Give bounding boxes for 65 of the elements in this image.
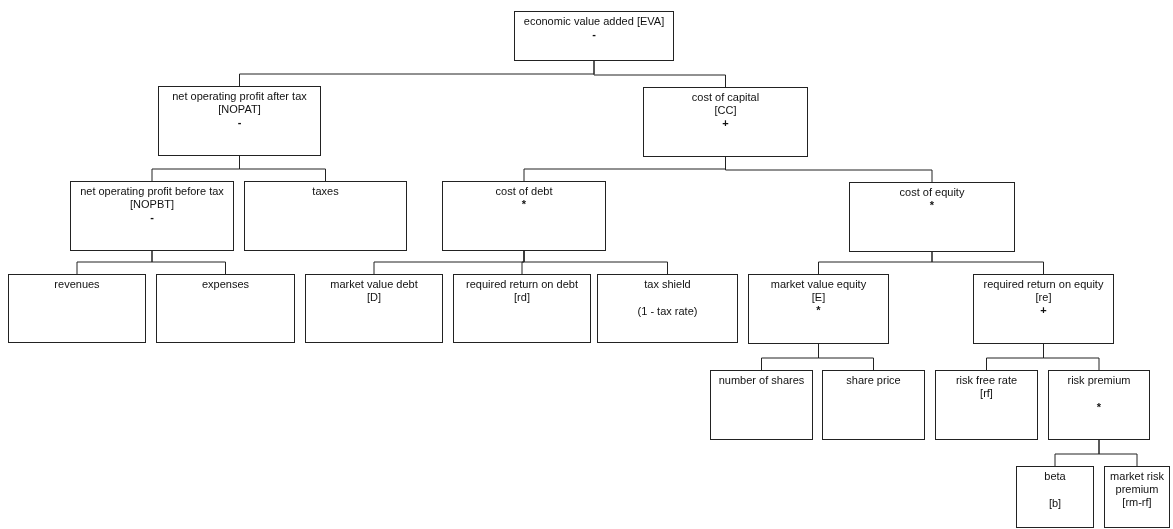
node-label: [E]: [811, 291, 826, 304]
node-label: [re]: [1035, 291, 1052, 304]
node-label: market value equity: [770, 278, 867, 291]
connector-line: [593, 60, 726, 88]
node-label: beta: [1044, 470, 1066, 483]
box: [244, 181, 407, 251]
box: [748, 274, 889, 344]
box: [8, 274, 146, 343]
box: [1104, 466, 1170, 528]
box: [442, 181, 606, 251]
node-label: [NOPBT]: [130, 198, 174, 211]
node-label: risk premium: [1067, 374, 1131, 387]
operator-sign: -: [237, 116, 242, 129]
box: [158, 86, 321, 156]
connector-line: [1098, 439, 1138, 467]
node-label: [D]: [366, 291, 382, 304]
box: [70, 181, 234, 251]
node-label: cost of debt: [495, 185, 553, 198]
node-label: market risk premium: [1109, 470, 1165, 496]
box: [973, 274, 1114, 344]
node-label: number of shares: [718, 374, 805, 387]
box: [156, 274, 295, 343]
connector-line: [931, 251, 1044, 275]
node-label: net operating profit after tax: [172, 90, 307, 103]
node-label: net operating profit before tax: [80, 185, 224, 198]
connector-line: [523, 250, 668, 275]
box: [514, 11, 674, 61]
operator-sign: +: [1040, 304, 1047, 317]
node-label: tax shield: [644, 278, 691, 291]
node-label: required return on equity: [983, 278, 1104, 291]
node-label: (1 - tax rate): [637, 305, 698, 318]
box: [710, 370, 813, 440]
box: [597, 274, 738, 343]
box: [849, 182, 1015, 252]
operator-sign: +: [722, 117, 729, 130]
operator-sign: *: [521, 198, 527, 211]
box: [1016, 466, 1094, 528]
operator-sign: *: [929, 199, 935, 212]
connector-line: [151, 250, 226, 275]
node-label: taxes: [312, 185, 339, 198]
node-label: [CC]: [714, 104, 737, 117]
node-label: [rm-rf]: [1122, 496, 1152, 509]
node-label: cost of capital: [691, 91, 760, 104]
node-label: [b]: [1048, 497, 1062, 510]
operator-sign: -: [150, 211, 154, 224]
box: [935, 370, 1038, 440]
operator-sign: *: [1096, 401, 1102, 414]
box: [643, 87, 808, 157]
box: [822, 370, 925, 440]
box: [1048, 370, 1150, 440]
node-label: [rf]: [980, 387, 993, 400]
node-label: risk free rate: [955, 374, 1018, 387]
box: [305, 274, 443, 343]
operator-sign: -: [592, 28, 596, 41]
node-label: required return on debt: [466, 278, 578, 291]
operator-sign: *: [816, 304, 821, 317]
node-label: share price: [846, 374, 901, 387]
node-label: cost of equity: [899, 186, 965, 199]
node-label: expenses: [201, 278, 250, 291]
node-label: market value debt: [330, 278, 418, 291]
node-label: [rd]: [514, 291, 530, 304]
node-label: [NOPAT]: [218, 103, 261, 116]
node-label: economic value added [EVA]: [523, 15, 665, 28]
box: [453, 274, 591, 343]
node-label: revenues: [54, 278, 100, 291]
